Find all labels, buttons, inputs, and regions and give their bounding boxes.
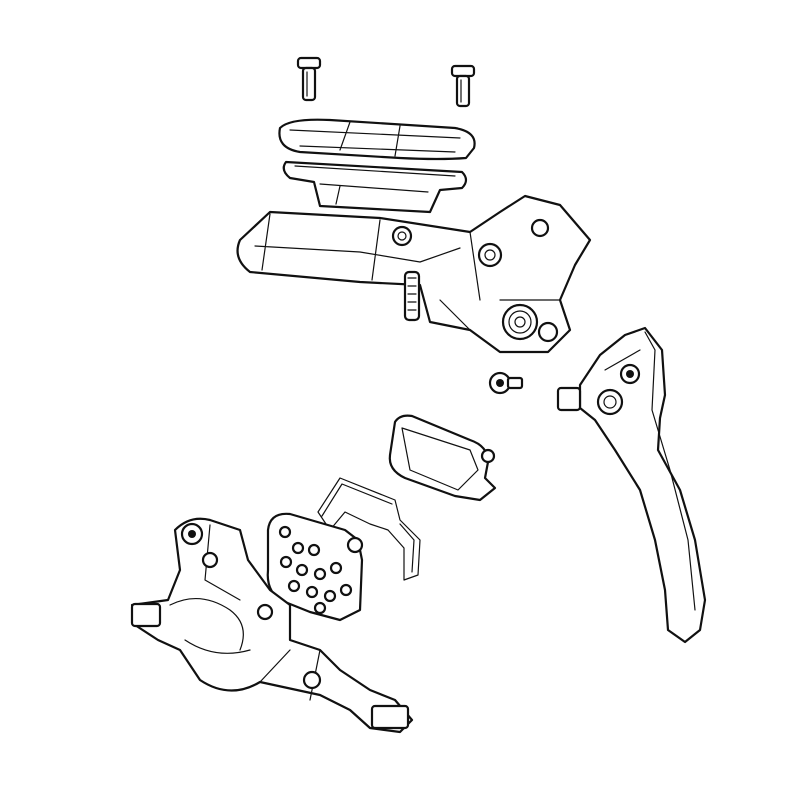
brake-pad-rear	[388, 414, 497, 502]
pad-holes	[278, 525, 353, 615]
caliper-body	[130, 517, 414, 734]
reservoir-bolt-right	[450, 64, 476, 108]
reservoir-diaphragm	[282, 160, 468, 214]
adjuster-knob	[403, 270, 421, 322]
pivot-bolt	[488, 371, 524, 395]
caliper-mount-tab	[130, 602, 162, 628]
caliper-hose-fitting	[370, 704, 410, 730]
pad-spring	[317, 477, 421, 581]
lever-barrel	[556, 386, 582, 412]
reservoir-bolt-left	[296, 56, 322, 102]
reservoir-cap	[278, 118, 476, 161]
master-cylinder-body	[236, 194, 592, 354]
brake-pad-front	[266, 512, 364, 622]
brake-lever	[556, 326, 707, 644]
